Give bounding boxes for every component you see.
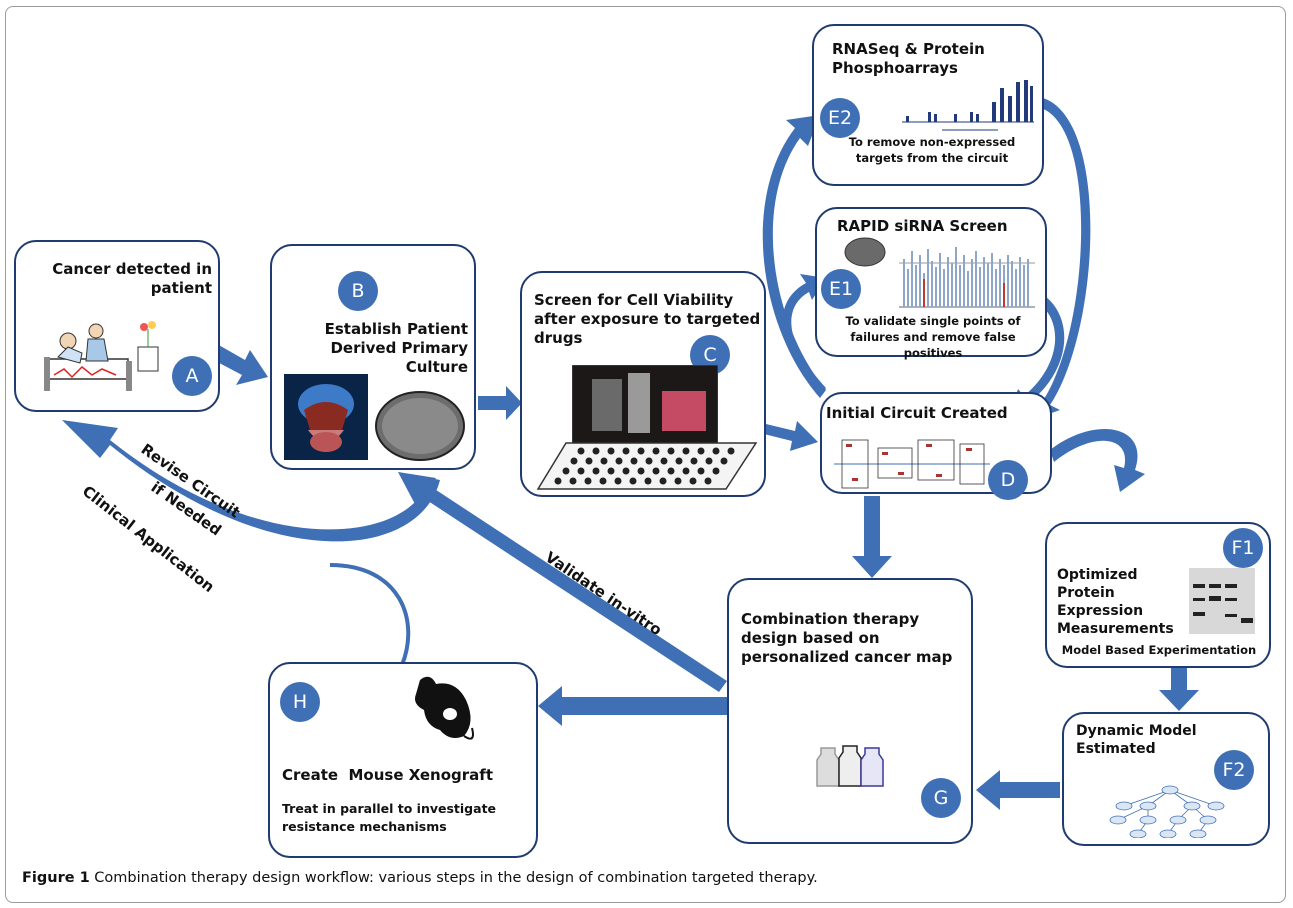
arrow-c-to-d [764,421,818,451]
step-b-box: B Establish Patient Derived Primary Cult… [270,244,476,470]
step-a-title: Cancer detected in patient [52,260,212,297]
rnaseq-peaks-image [902,80,1034,131]
step-f1-title: Optimized Protein Expression Measurement… [1057,567,1174,637]
figure-caption: Figure 1 Combination therapy design work… [22,870,818,886]
step-g-box: Combination therapy design based on pers… [727,578,973,844]
step-e2-title: RNASeq & Protein Phosphoarrays [832,40,985,77]
sirna-well-image [844,237,886,267]
caption-label: Figure 1 [22,870,90,886]
step-a-box: Cancer detected in patient A [14,240,220,412]
step-h-subtitle: Treat in parallel to investigate resista… [282,801,497,834]
sirna-bar-plot-image [899,247,1035,308]
well-plate-image [536,442,758,490]
arrow-clinical-link [329,563,411,666]
arrow-d-to-g [852,496,892,578]
step-f2-box: Dynamic Model Estimated F2 [1062,712,1270,846]
organs-image [284,374,368,460]
arrow-f1-to-f2 [1159,668,1199,711]
step-h-box: H Create Mouse Xenograft Treat in parall… [268,662,538,858]
dynamic-model-network-image [1109,785,1225,838]
badge-e1: E1 [821,269,861,309]
step-h-title: Create Mouse Xenograft [282,766,493,784]
arrow-d-to-f1 [1050,428,1145,492]
badge-f2: F2 [1214,750,1254,790]
step-d-box: Initial Circuit Created D [820,392,1052,500]
step-e2-subtitle: To remove non-expressed targets from the… [848,135,1016,165]
drug-bottles-image [816,745,884,787]
step-b-title: Establish Patient Derived Primary Cultur… [324,320,468,376]
step-c-box: Screen for Cell Viability after exposure… [520,271,766,497]
badge-f1: F1 [1223,528,1263,568]
arrow-f2-to-g [976,770,1060,810]
arrow-g-to-h [538,686,727,726]
badge-g: G [921,778,961,818]
step-f1-subtitle: Model Based Experimentation [1061,643,1257,657]
western-blot-image [1189,568,1255,634]
badge-d: D [988,460,1028,500]
step-e2-box: RNASeq & Protein Phosphoarrays E2 To rem… [812,24,1044,186]
step-f1-box: F1 Optimized Protein Expression Measurem… [1045,522,1271,668]
step-e1-title: RAPID siRNA Screen [837,217,1008,235]
badge-b: B [338,271,378,311]
patient-clipart-icon [44,321,159,391]
arrow-g-to-b-validate [398,472,727,692]
step-e1-box: RAPID siRNA Screen E1 To validate single… [815,207,1047,360]
arrow-e2-to-d [1032,98,1091,420]
step-e1-subtitle: To validate single points of failures an… [845,314,1021,360]
step-f2-title: Dynamic Model Estimated [1076,723,1197,757]
circuit-diagram-image [834,439,990,489]
arrow-revise-to-a [62,420,440,542]
microscope-image [572,365,718,445]
mouse-silhouette-icon [415,676,474,740]
figure-frame [5,6,1286,903]
step-g-title: Combination therapy design based on pers… [741,610,953,666]
arrow-d-to-e1 [782,274,826,395]
caption-text: Combination therapy design workflow: var… [89,870,818,886]
primary-culture-dish-image [375,391,465,461]
badge-a: A [172,356,212,396]
arrow-a-to-b [206,340,268,385]
step-d-title: Initial Circuit Created [826,404,1008,422]
badge-e2: E2 [820,98,860,138]
badge-h: H [280,682,320,722]
step-c-title: Screen for Cell Viability after exposure… [534,291,761,347]
arrow-b-to-c [478,386,522,420]
